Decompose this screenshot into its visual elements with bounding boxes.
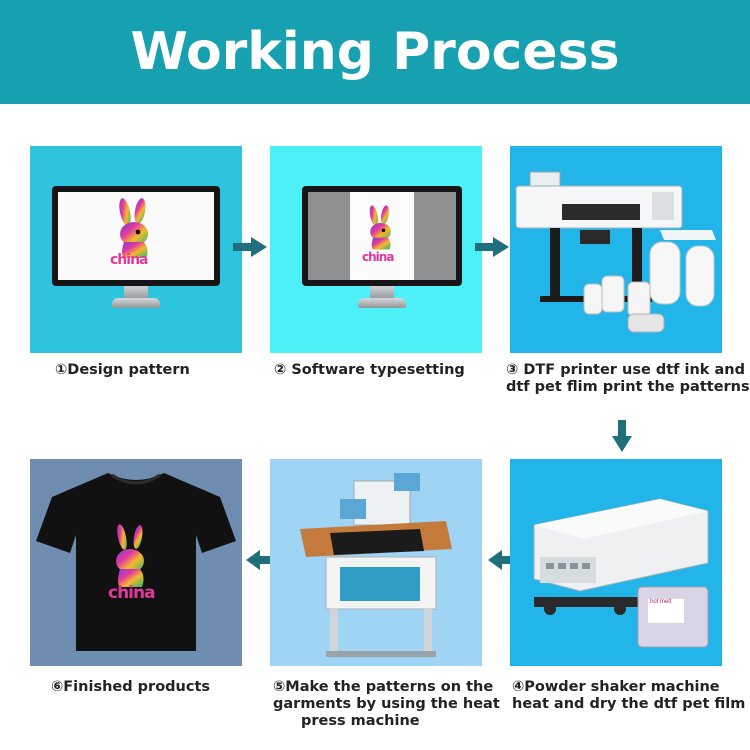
artwork-text: china	[362, 250, 394, 264]
package-label: hot melt	[650, 599, 672, 605]
monitor-software-icon: china	[302, 186, 462, 316]
step-2-caption: ② Software typesetting	[274, 362, 465, 378]
step-6-panel: china	[30, 459, 242, 666]
monitor-design-icon: china	[52, 186, 220, 316]
dtf-printer-icon	[515, 171, 716, 333]
heat-press-icon	[300, 473, 452, 657]
header-banner: Working Process	[0, 0, 750, 104]
step-5-panel	[270, 459, 482, 666]
step-2-panel: china	[270, 146, 482, 353]
step-3-caption: ③ DTF printer use dtf ink and dtf pet fl…	[506, 362, 750, 395]
rabbit-artwork-icon	[119, 198, 148, 258]
arrow-right-icon	[475, 237, 509, 257]
arrow-right-icon	[233, 237, 267, 257]
step-4-panel: hot melt	[510, 459, 722, 666]
step-6-caption: ⑥Finished products	[51, 679, 211, 695]
step-1-panel: china	[30, 146, 242, 353]
tshirt-icon	[36, 473, 236, 651]
artwork-text: china	[110, 252, 148, 268]
page-title: Working Process	[130, 22, 620, 82]
arrow-down-icon	[612, 420, 632, 452]
step-3-panel	[510, 146, 722, 353]
rabbit-artwork-icon	[369, 205, 391, 250]
step-5-caption: ⑤Make the patterns on the garments by us…	[273, 679, 500, 729]
step-4-caption: ④Powder shaker machine heat and dry the …	[512, 679, 746, 712]
arrow-left-icon	[246, 550, 276, 570]
artwork-text: china	[108, 583, 156, 603]
step-1-caption: ①Design pattern	[55, 362, 190, 378]
powder-shaker-icon	[533, 498, 709, 648]
